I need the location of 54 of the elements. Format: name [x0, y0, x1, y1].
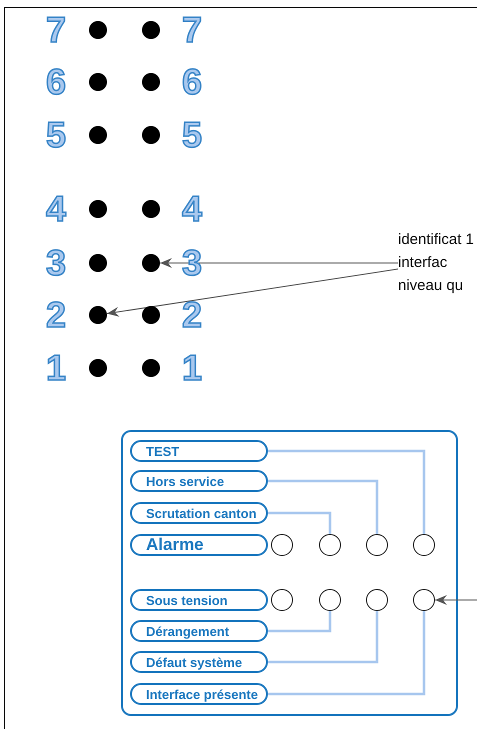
dot	[142, 254, 160, 272]
connector-line	[268, 450, 426, 534]
row-number: 5	[44, 117, 68, 153]
indicator-label: Hors service	[130, 470, 268, 492]
indicator-lamp	[271, 589, 293, 611]
arrow	[106, 268, 398, 317]
dot	[89, 21, 107, 39]
row-number: 4	[44, 191, 68, 227]
connector-line	[268, 611, 332, 632]
dot	[142, 126, 160, 144]
indicator-label: Alarme	[130, 534, 268, 556]
indicator-label: Défaut système	[130, 651, 268, 673]
connector-line	[268, 611, 426, 696]
dot	[89, 73, 107, 91]
dot	[89, 359, 107, 377]
indicator-label: Dérangement	[130, 620, 268, 642]
row-number: 3	[44, 245, 68, 281]
row-number: 4	[180, 191, 204, 227]
connector-line	[268, 611, 378, 664]
indicator-label: Interface présente	[130, 683, 268, 705]
row-number: 2	[180, 297, 204, 333]
indicator-lamp	[319, 589, 341, 611]
indicator-lamp	[413, 589, 435, 611]
row-number: 1	[180, 350, 204, 386]
arrow	[160, 258, 398, 268]
indicator-lamp	[366, 589, 388, 611]
indicator-lamp	[319, 534, 341, 556]
row-number: 1	[44, 350, 68, 386]
dot	[142, 306, 160, 324]
dot	[89, 126, 107, 144]
connector-line	[268, 480, 378, 534]
row-number: 7	[180, 12, 204, 48]
arrow	[434, 595, 477, 605]
dot	[89, 200, 107, 218]
dot	[89, 254, 107, 272]
row-number: 7	[44, 12, 68, 48]
dot	[142, 359, 160, 377]
row-number: 6	[44, 64, 68, 100]
indicator-lamp	[366, 534, 388, 556]
indicator-lamp	[413, 534, 435, 556]
row-number: 5	[180, 117, 204, 153]
dot	[142, 73, 160, 91]
indicator-lamp	[271, 534, 293, 556]
row-number: 6	[180, 64, 204, 100]
indicator-label: Scrutation canton	[130, 502, 268, 524]
panel-frame	[121, 430, 458, 716]
dot	[142, 200, 160, 218]
connector-line	[268, 512, 332, 534]
indicator-label: Sous tension	[130, 589, 268, 611]
dot	[89, 306, 107, 324]
annotation-text: identificat 1 interfac niveau qu	[398, 228, 477, 298]
indicator-label: TEST	[130, 440, 268, 462]
dot	[142, 21, 160, 39]
row-number: 2	[44, 297, 68, 333]
